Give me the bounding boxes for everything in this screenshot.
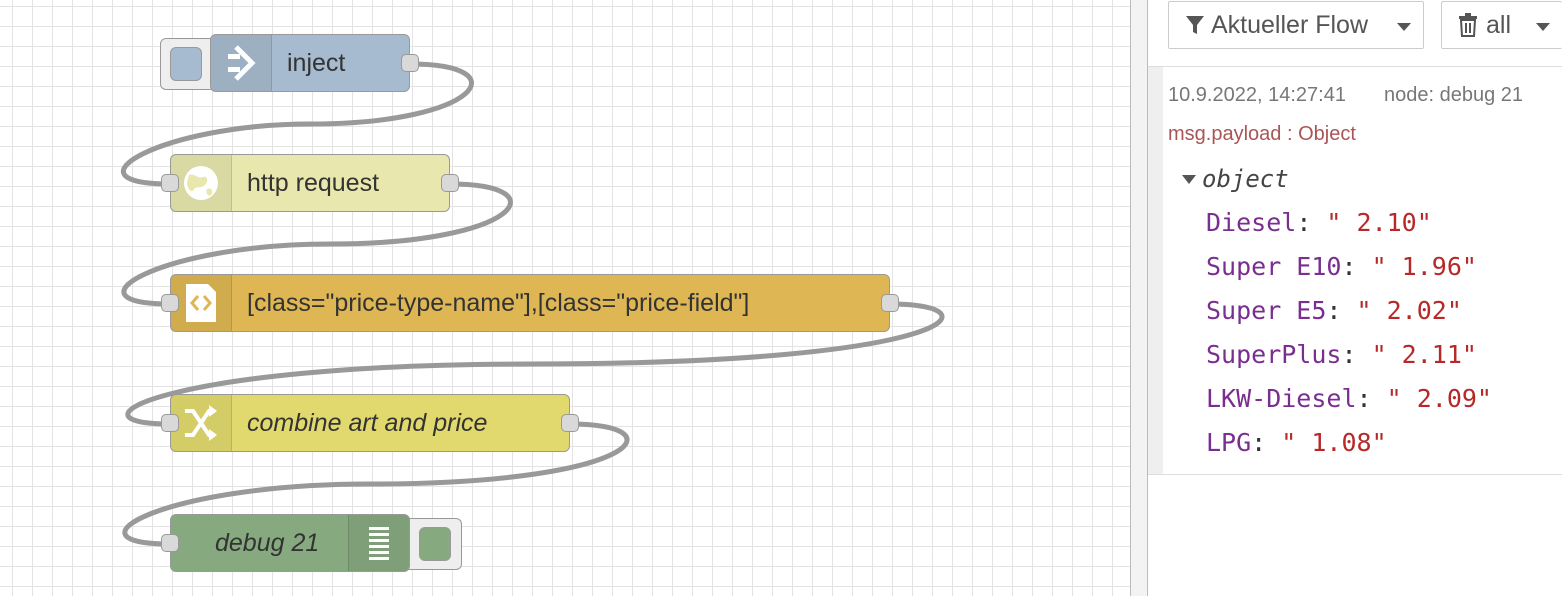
clear-label: all	[1486, 10, 1512, 39]
message-timestamp: 10.9.2022, 14:27:41	[1168, 84, 1346, 106]
output-port[interactable]	[441, 174, 459, 192]
list-icon	[348, 515, 409, 571]
chevron-down-icon	[1536, 23, 1550, 31]
message-topic: msg.payload : Object	[1168, 123, 1356, 145]
filter-dropdown[interactable]: Aktueller Flow	[1168, 1, 1424, 49]
debug-toggle-button[interactable]	[400, 518, 462, 570]
property-row: Super E5: " 2.02"	[1206, 296, 1462, 325]
wire-html-function[interactable]	[125, 301, 945, 427]
wire-function-debug[interactable]	[122, 421, 630, 547]
input-port[interactable]	[161, 534, 179, 552]
node-label: [class="price-type-name"],[class="price-…	[247, 288, 750, 317]
node-label: http request	[247, 168, 380, 197]
expand-triangle-icon[interactable]	[1182, 175, 1196, 184]
clear-dropdown[interactable]: all	[1441, 1, 1562, 49]
debug-toggle-square[interactable]	[419, 527, 451, 561]
input-port[interactable]	[161, 414, 179, 432]
wires	[120, 61, 945, 547]
property-row: LPG: " 1.08"	[1206, 428, 1387, 457]
node-debug[interactable]: debug 21	[161, 514, 410, 572]
property-row: Super E10: " 1.96"	[1206, 252, 1477, 281]
node-label: debug 21	[215, 528, 320, 557]
trash-icon	[1458, 13, 1478, 37]
node-label: combine art and price	[247, 408, 488, 437]
message-marker	[1148, 67, 1163, 474]
debug-message: 10.9.2022, 14:27:41 node: debug 21 msg.p…	[1148, 67, 1562, 475]
node-http-request[interactable]: http request	[161, 154, 459, 212]
output-port[interactable]	[401, 54, 419, 72]
arrow-in-icon	[211, 35, 272, 91]
toolbar-divider	[1148, 66, 1562, 67]
chevron-down-icon	[1397, 23, 1411, 31]
filter-label: Aktueller Flow	[1211, 10, 1368, 39]
globe-icon	[171, 155, 232, 211]
sidebar-resize-handle[interactable]	[1130, 0, 1148, 596]
filter-icon	[1185, 14, 1205, 36]
input-port[interactable]	[161, 174, 179, 192]
property-row: Diesel: " 2.10"	[1206, 208, 1432, 237]
wire-inject-http[interactable]	[120, 61, 474, 187]
shuffle-icon	[171, 395, 232, 451]
output-port[interactable]	[881, 294, 899, 312]
flow-workspace[interactable]: inject http request [class="price-type-n…	[0, 0, 1130, 596]
code-file-icon	[171, 275, 232, 331]
debug-sidebar: Aktueller Flow all 10.9.2022, 14:27:41 n…	[1130, 0, 1562, 596]
inject-trigger-square[interactable]	[170, 47, 202, 81]
tree-root-label[interactable]: object	[1202, 165, 1289, 193]
node-inject[interactable]: inject	[210, 34, 419, 92]
wire-http-html[interactable]	[121, 181, 513, 307]
property-row: LKW-Diesel: " 2.09"	[1206, 384, 1492, 413]
output-port[interactable]	[561, 414, 579, 432]
input-port[interactable]	[161, 294, 179, 312]
property-row: SuperPlus: " 2.11"	[1206, 340, 1477, 369]
node-label: inject	[287, 48, 346, 77]
node-html[interactable]: [class="price-type-name"],[class="price-…	[161, 274, 899, 332]
message-node-link[interactable]: node: debug 21	[1384, 84, 1524, 106]
node-function[interactable]: combine art and price	[161, 394, 579, 452]
